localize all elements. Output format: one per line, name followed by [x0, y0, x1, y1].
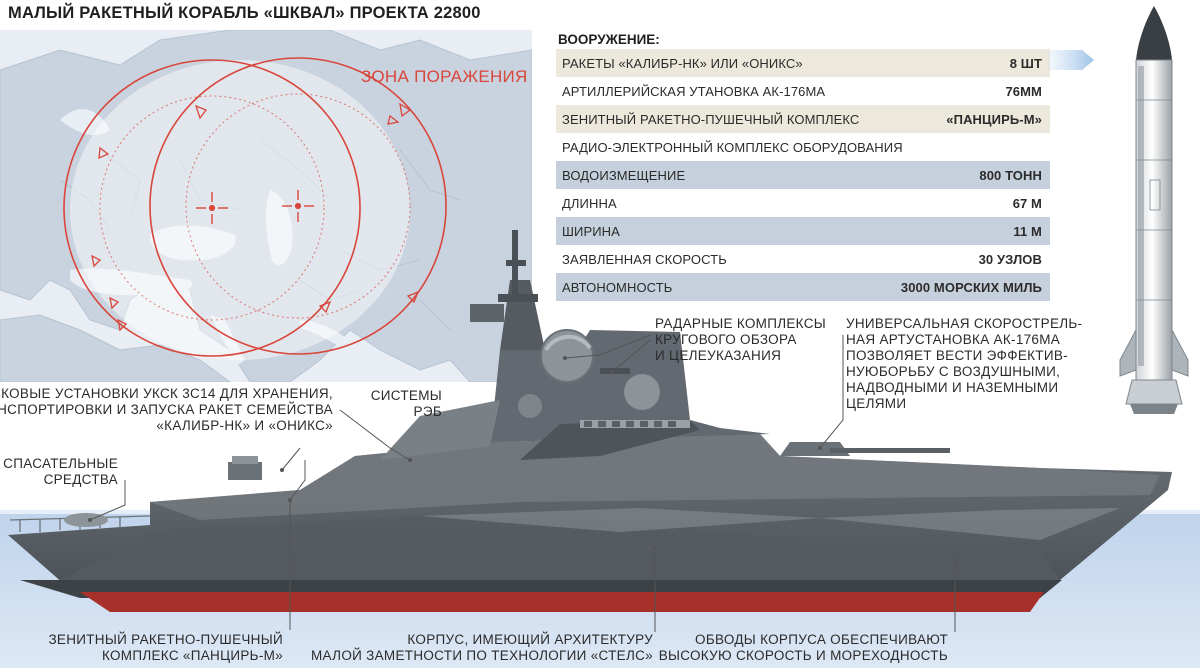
- spec-row: ЗЕНИТНЫЙ РАКЕТНО-ПУШЕЧНЫЙ КОМПЛЕКС «ПАНЦ…: [556, 105, 1050, 133]
- spec-value: 11 М: [1013, 223, 1042, 239]
- spec-value: 8 ШТ: [1009, 55, 1042, 71]
- waterline: [80, 592, 1044, 612]
- spec-row: РАКЕТЫ «КАЛИБР-НК» ИЛИ «ОНИКС» 8 ШТ: [556, 49, 1050, 77]
- spec-row: РАДИО-ЭЛЕКТРОННЫЙ КОМПЛЕКС ОБОРУДОВАНИЯ: [556, 133, 1050, 161]
- annotation-launchers: ПУСКОВЫЕ УСТАНОВКИ УКСК 3С14 ДЛЯ ХРАНЕНИ…: [0, 386, 333, 433]
- radar-dome-small-icon: [624, 374, 660, 410]
- zone-markers: [91, 102, 420, 332]
- spec-value: 67 М: [1012, 195, 1042, 211]
- spec-row: ШИРИНА 11 М: [556, 217, 1050, 245]
- spec-row: ДЛИННА 67 М: [556, 189, 1050, 217]
- target-crosshairs: [196, 190, 314, 224]
- annotation-radars: РАДАРНЫЕ КОМПЛЕКСЫ КРУГОВОГО ОБЗОРА И ЦЕ…: [655, 316, 826, 363]
- zone-glow: [70, 60, 410, 360]
- ship-illustration: [0, 230, 1200, 668]
- spec-label: ЗАЯВЛЕННАЯ СКОРОСТЬ: [562, 251, 727, 267]
- map-inland-seas: [60, 109, 360, 365]
- map-illustration: [0, 30, 532, 382]
- annotation-artillery: УНИВЕРСАЛЬНАЯ СКОРОСТРЕЛЬ- НАЯ АРТУСТАНО…: [846, 316, 1083, 411]
- annotation-lines: ОБВОДЫ КОРПУСА ОБЕСПЕЧИВАЮТ ВЫСОКУЮ СКОР…: [658, 632, 948, 663]
- spec-row: АВТОНОМНОСТЬ 3000 МОРСКИХ МИЛЬ: [556, 273, 1050, 301]
- zone-circles: [63, 57, 447, 357]
- missile-icon: [1119, 6, 1189, 414]
- spec-row: АРТИЛЛЕРИЙСКАЯ УТАНОВКА АК-176МА 76ММ: [556, 77, 1050, 105]
- spec-label: РАДИО-ЭЛЕКТРОННЫЙ КОМПЛЕКС ОБОРУДОВАНИЯ: [562, 139, 903, 155]
- annotation-lifesaving: СПАСАТЕЛЬНЫЕ СРЕДСТВА: [3, 456, 118, 487]
- gun-barrel: [830, 448, 950, 453]
- spec-row: ЗАЯВЛЕННАЯ СКОРОСТЬ 30 УЗЛОВ: [556, 245, 1050, 273]
- lifesaving-davit: [228, 462, 262, 480]
- spec-value: 3000 МОРСКИХ МИЛЬ: [900, 279, 1042, 295]
- bridge-windows: [580, 420, 690, 428]
- spec-row: ВОДОИЗМЕЩЕНИЕ 800 ТОНН: [556, 161, 1050, 189]
- spec-label: ШИРИНА: [562, 223, 620, 239]
- page-title: МАЛЫЙ РАКЕТНЫЙ КОРАБЛЬ «ШКВАЛ» ПРОЕКТА 2…: [8, 4, 481, 22]
- annotation-pantsir: ЗЕНИТНЫЙ РАКЕТНО-ПУШЕЧНЫЙ КОМПЛЕКС «ПАНЦ…: [48, 632, 283, 663]
- spec-label: АРТИЛЛЕРИЙСКАЯ УТАНОВКА АК-176МА: [562, 83, 826, 99]
- annotation-hull: КОРПУС, ИМЕЮЩИЙ АРХИТЕКТУРУ МАЛОЙ ЗАМЕТН…: [311, 632, 653, 663]
- spec-value: 30 УЗЛОВ: [978, 251, 1042, 267]
- spec-label: ДЛИННА: [562, 195, 617, 211]
- specs-header: ВООРУЖЕНИЕ:: [558, 32, 660, 47]
- map-borders: [59, 139, 461, 331]
- annotation-ew: СИСТЕМЫ РЭБ: [370, 388, 442, 419]
- strike-zone-map: ЗОНА ПОРАЖЕНИЯ: [0, 30, 532, 382]
- zone-label: ЗОНА ПОРАЖЕНИЯ: [361, 67, 528, 86]
- spec-label: РАКЕТЫ «КАЛИБР-НК» ИЛИ «ОНИКС»: [562, 55, 803, 71]
- spec-value: 800 ТОНН: [979, 167, 1042, 183]
- spec-label: АВТОНОМНОСТЬ: [562, 279, 673, 295]
- spec-value: 76ММ: [1005, 83, 1042, 99]
- spec-label: ВОДОИЗМЕЩЕНИЕ: [562, 167, 686, 183]
- spec-value: «ПАНЦИРЬ-М»: [946, 111, 1042, 127]
- missile-pointer-icon: [1048, 50, 1094, 70]
- spec-label: ЗЕНИТНЫЙ РАКЕТНО-ПУШЕЧНЫЙ КОМПЛЕКС: [562, 111, 860, 127]
- specs-table: ВООРУЖЕНИЕ: РАКЕТЫ «КАЛИБР-НК» ИЛИ «ОНИК…: [556, 30, 1050, 301]
